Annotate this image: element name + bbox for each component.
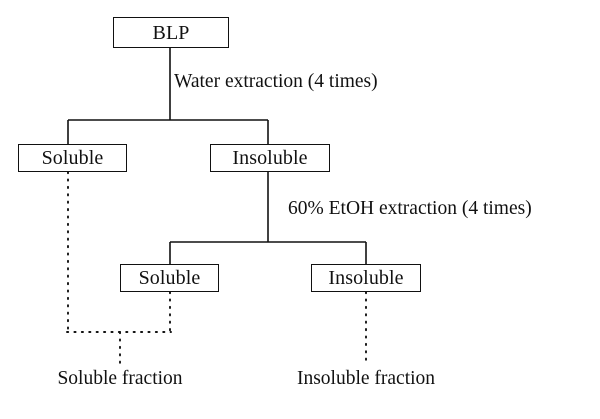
- node-soluble-level1[interactable]: Soluble: [18, 144, 127, 172]
- edge-label-etoh-extraction: 60% EtOH extraction (4 times): [288, 198, 532, 219]
- node-insoluble-level1[interactable]: Insoluble: [210, 144, 330, 172]
- node-soluble-level2-label: Soluble: [138, 267, 201, 289]
- terminal-label-insoluble-fraction: Insoluble fraction: [296, 368, 436, 389]
- node-blp-label: BLP: [152, 21, 190, 44]
- node-insoluble-level1-label: Insoluble: [232, 147, 308, 169]
- node-soluble-level1-label: Soluble: [41, 147, 104, 169]
- node-insoluble-level2[interactable]: Insoluble: [311, 264, 421, 292]
- edge-label-water-extraction: Water extraction (4 times): [174, 71, 378, 92]
- node-insoluble-level2-label: Insoluble: [328, 267, 404, 289]
- terminal-label-soluble-fraction: Soluble fraction: [57, 368, 183, 389]
- node-soluble-level2[interactable]: Soluble: [120, 264, 219, 292]
- node-blp[interactable]: BLP: [113, 17, 229, 48]
